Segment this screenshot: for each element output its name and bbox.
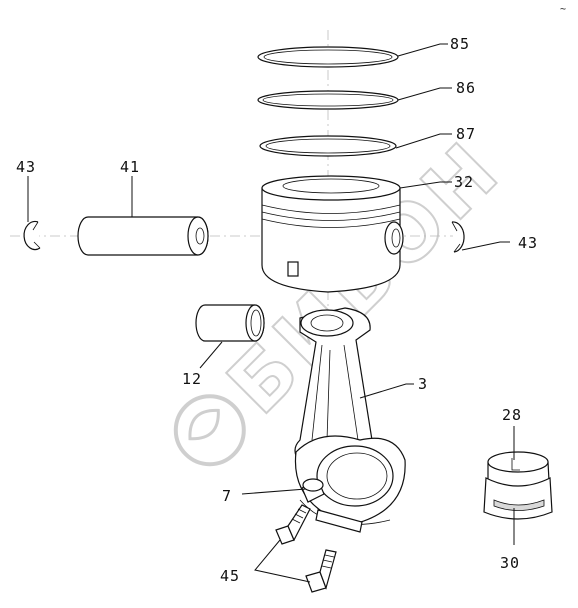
bushing [195, 304, 265, 342]
label-87: 87 [456, 125, 476, 143]
watermark-logo-icon [173, 394, 246, 467]
circlip-left [23, 220, 41, 251]
connecting-rod [294, 307, 406, 533]
label-43-left: 43 [16, 158, 36, 176]
label-30: 30 [500, 554, 520, 572]
label-28: 28 [502, 406, 522, 424]
piston-pin [77, 216, 209, 256]
bearing-shells [483, 451, 553, 520]
label-85: 85 [450, 35, 470, 53]
piston [261, 175, 404, 293]
leader-lines [27, 43, 515, 583]
watermark-logo-mark-icon [188, 408, 220, 441]
ring-86 [257, 90, 399, 110]
bolt-upper [275, 504, 311, 545]
label-43-right: 43 [518, 234, 538, 252]
label-41: 41 [120, 158, 140, 176]
ring-85 [257, 46, 399, 68]
label-32: 32 [454, 173, 474, 191]
corner-mark: ~ [560, 4, 567, 15]
label-7: 7 [222, 487, 232, 505]
label-12: 12 [182, 370, 202, 388]
label-86: 86 [456, 79, 476, 97]
circlip-right [451, 221, 465, 253]
label-45: 45 [220, 567, 240, 585]
bolt-lower [305, 549, 337, 593]
label-3: 3 [418, 375, 428, 393]
ring-87 [259, 135, 397, 157]
